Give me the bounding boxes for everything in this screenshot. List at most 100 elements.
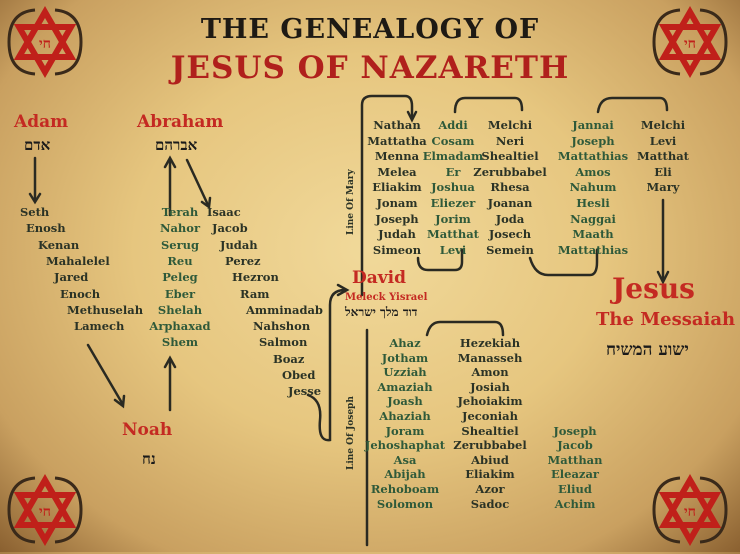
list-item: Eliakim (465, 467, 515, 482)
list-item: Jacob (557, 438, 593, 453)
list-item: Asa (393, 452, 417, 467)
list-item: Kenan (38, 237, 80, 252)
list-item: Melea (377, 164, 417, 179)
list-item: Nathan (373, 118, 421, 132)
list-item: Hezekiah (459, 336, 521, 350)
arrow-to-isaac (185, 158, 210, 207)
list-item: Judah (378, 227, 416, 242)
list-item: Jesse (288, 384, 322, 399)
star-of-david-icon: חי (650, 470, 730, 550)
abraham-hebrew: אברהם (155, 136, 198, 154)
list-item: Arphaxad (149, 319, 211, 334)
list-item: Joash (387, 394, 423, 409)
list-item: Ram (240, 286, 270, 301)
jesus-heading: Jesus (612, 272, 695, 305)
list-item: Shealtiel (461, 423, 519, 438)
list-item: Obed (282, 368, 316, 382)
line-of-mary-label: Line Of Mary (346, 169, 356, 235)
list-item: Joanan (487, 196, 533, 210)
connector-mary-1 (416, 248, 464, 272)
list-item: Nahum (569, 180, 617, 195)
david-heading: David (352, 268, 406, 288)
list-item: Addi (438, 118, 468, 132)
list-item: Azor (475, 482, 505, 496)
list-item: Methuselah (67, 302, 144, 317)
list-item: Elmadam (422, 149, 484, 164)
arrow-jesse-david (306, 288, 347, 442)
list-item: Joseph (375, 211, 419, 226)
list-item: Sadoc (470, 496, 510, 511)
list-item: Abiud (471, 452, 509, 467)
star-of-david-icon: חי (5, 470, 85, 550)
list-item: Amaziah (377, 379, 433, 394)
list-item: Jeconiah (462, 409, 518, 423)
svg-text:חי: חי (684, 36, 696, 52)
list-item: Melchi (640, 118, 686, 132)
adam-hebrew: אדם (24, 136, 51, 154)
list-item: Mattathias (557, 149, 629, 164)
list-item: Jorim (435, 211, 471, 226)
title-line-2: JESUS OF NAZARETH (170, 50, 570, 86)
list-item: Simeon (372, 242, 422, 257)
list-item: Shealtiel (481, 149, 539, 164)
list-item: Melchi (487, 118, 533, 132)
list-item: Eliezer (430, 196, 476, 210)
list-item: Achim (554, 496, 596, 511)
list-item: Mattatha (367, 133, 427, 148)
adam-heading: Adam (14, 112, 69, 132)
list-item: Enosh (26, 221, 66, 236)
list-item: Isaac (207, 205, 241, 219)
line-of-joseph-label: Line Of Joseph (346, 396, 356, 470)
line-of-mary-arrow (360, 94, 414, 297)
list-item: Amminadab (246, 302, 323, 317)
list-item: Rehoboam (370, 482, 440, 496)
list-item: Cosam (431, 133, 475, 148)
list-item: Mary (646, 180, 680, 195)
list-item: Nahshon (253, 319, 311, 334)
list-item: Er (445, 164, 461, 179)
list-item: Jacob (212, 221, 248, 236)
list-item: Shelah (157, 302, 203, 317)
list-item: Josiah (470, 379, 510, 394)
list-item: Nahor (159, 221, 201, 236)
list-item: Lamech (74, 319, 125, 334)
list-item: Jotham (381, 350, 429, 365)
list-item: Amon (471, 365, 509, 380)
list-item: Matthat (427, 227, 479, 242)
list-item: Reu (167, 253, 193, 268)
list-item: Semein (486, 242, 534, 257)
list-item: Abijah (384, 467, 426, 482)
jesus-hebrew: ישוע המשיח (606, 340, 689, 360)
list-item: Hesli (576, 196, 610, 210)
list-item: Zerubbabel (453, 438, 527, 453)
list-item: Jared (54, 270, 89, 285)
list-item: Joram (385, 423, 425, 438)
list-item: Ahaziah (379, 409, 431, 423)
list-item: Maath (572, 227, 614, 242)
list-item: Solomon (376, 496, 434, 511)
list-item: Ahaz (389, 336, 421, 350)
list-item: Perez (225, 253, 261, 268)
title-line-1: THE GENEALOGY OF (200, 14, 540, 45)
list-item: Jannai (572, 118, 614, 132)
list-item: Eliakim (372, 180, 422, 195)
list-item: Zerubbabel (473, 164, 547, 179)
abraham-heading: Abraham (137, 112, 224, 132)
star-of-david-icon: חי (5, 2, 85, 82)
noah-heading: Noah (122, 420, 173, 440)
list-item: Jehoshaphat (364, 438, 446, 453)
list-item: Jonam (376, 196, 418, 210)
list-item: Judah (220, 237, 258, 252)
list-item: Joseph (553, 423, 597, 438)
list-item: Neri (495, 133, 525, 148)
arrowhead (28, 192, 42, 205)
arrow-lamech-noah (86, 343, 124, 405)
list-item: Peleg (162, 270, 198, 285)
list-item: Eber (164, 286, 196, 301)
list-item: Josech (488, 227, 532, 242)
list-item: Boaz (273, 351, 305, 366)
list-item: Naggai (570, 211, 616, 226)
list-item: Rhesa (490, 180, 530, 195)
list-item: Terah (161, 205, 199, 219)
